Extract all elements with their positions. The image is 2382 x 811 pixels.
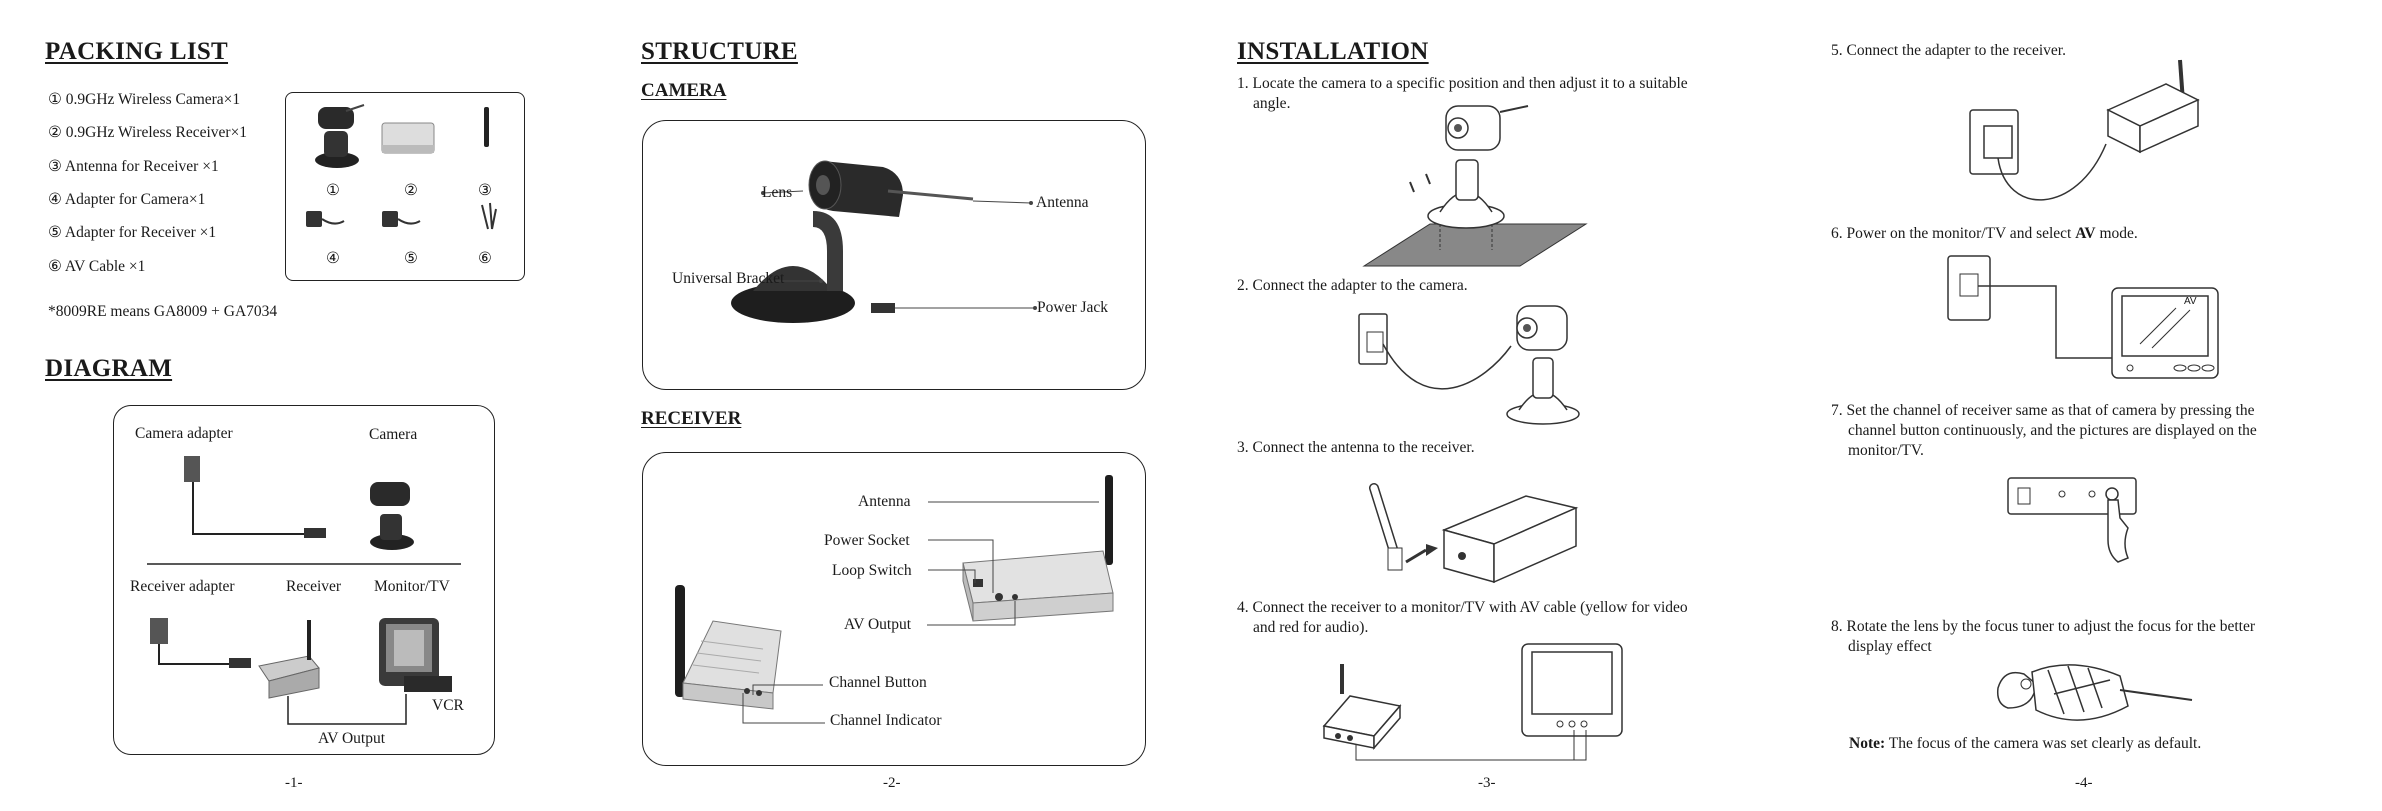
- tv-av-label: AV: [2184, 296, 2197, 307]
- label-universal-bracket: Universal Bracket: [672, 270, 785, 287]
- install-step-7-cont: monitor/TV.: [1848, 442, 1924, 459]
- note-label: Note:: [1849, 735, 1886, 752]
- label-antenna: Antenna: [1036, 194, 1089, 211]
- camera-section-title: CAMERA: [641, 80, 727, 101]
- install-step-4-cont: and red for audio).: [1253, 619, 1369, 636]
- item-number: ③: [478, 182, 492, 199]
- connection-diagram: [147, 456, 461, 725]
- item-number: ②: [404, 182, 418, 199]
- label-receiver: Receiver: [286, 578, 342, 595]
- item-number: ⑤: [404, 250, 418, 267]
- step1-illustration: [1362, 105, 1588, 267]
- model-note: *8009RE means GA8009 + GA7034: [48, 303, 278, 320]
- packing-item: ① 0.9GHz Wireless Camera×1: [48, 91, 241, 108]
- packing-contents-illustration: [306, 104, 497, 230]
- install-step-7: 7. Set the channel of receiver same as t…: [1831, 402, 2255, 419]
- install-step-8-cont: display effect: [1848, 638, 1932, 655]
- focus-note: Note: The focus of the camera was set cl…: [1849, 734, 2201, 754]
- packing-item: ③ Antenna for Receiver ×1: [48, 158, 219, 175]
- label-power-jack: Power Jack: [1037, 299, 1109, 316]
- packing-item: ⑤ Adapter for Receiver ×1: [48, 224, 217, 241]
- install-step-4: 4. Connect the receiver to a monitor/TV …: [1237, 599, 1688, 616]
- install-step-7-cont: channel button continuously, and the pic…: [1848, 422, 2257, 439]
- label-receiver-adapter: Receiver adapter: [130, 578, 235, 595]
- label-channel-indicator: Channel Indicator: [830, 712, 942, 729]
- install-step-8: 8. Rotate the lens by the focus tuner to…: [1831, 618, 2255, 635]
- step6-text-end: mode.: [2095, 225, 2138, 242]
- page-number: -1-: [285, 775, 303, 791]
- packing-item: ⑥ AV Cable ×1: [48, 258, 146, 275]
- camera-illustration: [731, 160, 1037, 323]
- note-text: The focus of the camera was set clearly …: [1885, 735, 2202, 752]
- label-lens: Lens: [762, 184, 793, 201]
- packing-list-title: PACKING LIST: [45, 38, 229, 65]
- label-av-output: AV Output: [318, 730, 386, 747]
- page-number: -3-: [1478, 775, 1496, 791]
- label-power-socket: Power Socket: [824, 532, 910, 549]
- packing-item: ② 0.9GHz Wireless Receiver×1: [48, 124, 248, 141]
- install-step-6: 6. Power on the monitor/TV and select AV…: [1831, 224, 2138, 244]
- page-number: -4-: [2075, 775, 2093, 791]
- label-camera: Camera: [369, 426, 418, 443]
- item-number: ⑥: [478, 250, 492, 267]
- packing-item: ④ Adapter for Camera×1: [48, 191, 206, 208]
- label-channel-button: Channel Button: [829, 674, 927, 691]
- install-step-2: 2. Connect the adapter to the camera.: [1237, 277, 1468, 294]
- receiver-section-title: RECEIVER: [641, 408, 742, 429]
- step2-illustration: [1358, 305, 1580, 425]
- av-mode: AV: [2075, 225, 2096, 242]
- camera-structure-box: Lens Antenna Universal Bracket Power Jac…: [642, 120, 1146, 390]
- step8-illustration: [1996, 664, 2193, 721]
- install-step-1-cont: angle.: [1253, 95, 1291, 112]
- label-av-output: AV Output: [844, 616, 912, 633]
- label-loop-switch: Loop Switch: [832, 562, 912, 579]
- label-monitor-tv: Monitor/TV: [374, 578, 450, 595]
- install-step-1: 1. Locate the camera to a specific posit…: [1237, 75, 1688, 92]
- step4-illustration: [1322, 643, 1623, 761]
- step6-illustration: [1947, 255, 2219, 379]
- step7-illustration: [2007, 477, 2137, 563]
- install-step-5: 5. Connect the adapter to the receiver.: [1831, 42, 2066, 59]
- receiver-illustration: [675, 475, 1114, 724]
- packing-contents-box: ① ② ③ ④ ⑤ ⑥: [285, 92, 525, 281]
- item-number: ①: [326, 182, 340, 199]
- receiver-structure-box: Antenna Power Socket Loop Switch AV Outp…: [642, 452, 1146, 766]
- label-camera-adapter: Camera adapter: [135, 425, 233, 442]
- install-step-3: 3. Connect the antenna to the receiver.: [1237, 439, 1475, 456]
- label-vcr: VCR: [432, 697, 464, 714]
- item-number: ④: [326, 250, 340, 267]
- step6-text: 6. Power on the monitor/TV and select: [1831, 225, 2076, 242]
- step3-illustration: [1369, 483, 1579, 584]
- diagram-box: Camera adapter Camera Receiver adapter R…: [113, 405, 495, 755]
- page-number: -2-: [883, 775, 901, 791]
- installation-title: INSTALLATION: [1237, 38, 1429, 65]
- step5-illustration: [1969, 59, 2200, 201]
- structure-title: STRUCTURE: [641, 38, 798, 65]
- diagram-title: DIAGRAM: [45, 355, 173, 382]
- label-receiver-antenna: Antenna: [858, 493, 911, 510]
